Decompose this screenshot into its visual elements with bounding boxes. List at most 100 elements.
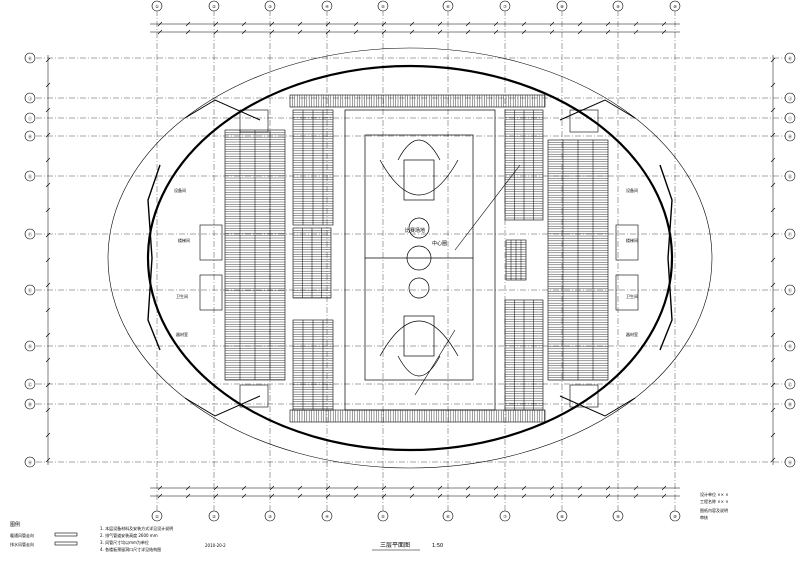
dimension-tick [577, 29, 583, 35]
grid-bubble [24, 52, 36, 64]
grid-bubble [24, 92, 36, 104]
dimension-tick [605, 493, 611, 499]
dimension-tick [770, 457, 776, 463]
grid-bubble [208, 0, 220, 12]
dimension-tick [409, 493, 415, 499]
dimension-tick [605, 21, 611, 27]
dimension-tick [325, 29, 331, 35]
dimension-tick [521, 21, 527, 27]
dimension-tick [661, 29, 667, 35]
dimension-tick [353, 29, 359, 35]
dimension-tick [45, 57, 51, 63]
dimension-tick [269, 493, 275, 499]
room-label: 器材室 [626, 331, 638, 337]
grid-bubble [24, 130, 36, 142]
note-line: 4. 各楼板预留洞口尺寸详见结构图 [100, 546, 161, 552]
dimension-tick [770, 257, 776, 263]
dimension-tick [549, 29, 555, 35]
spec-line: 审核 [700, 514, 708, 520]
dimension-tick [465, 29, 471, 35]
dimension-tick [661, 21, 667, 27]
grid-column-label: ⑥ [446, 514, 450, 519]
dimension-tick [269, 485, 275, 491]
dimension-tick [770, 107, 776, 113]
dimension-tick [437, 485, 443, 491]
grid-column-label: ③ [268, 514, 272, 519]
grid-bubble [669, 510, 681, 522]
center-circle [406, 245, 432, 271]
court-boundary [364, 134, 474, 381]
drawing-title: 三层平面图 [380, 542, 410, 549]
dimension-tick [437, 21, 443, 27]
dimension-tick [45, 332, 51, 338]
dimension-tick [241, 29, 247, 35]
dimension-tick [605, 29, 611, 35]
dimension-tick [185, 29, 191, 35]
grid-row-label: Ⓘ [28, 115, 32, 121]
grid-column-label: ⑤ [381, 4, 385, 9]
seating-block [292, 109, 334, 226]
grid-bubble [669, 0, 681, 12]
dimension-tick [325, 485, 331, 491]
grid-row-label: Ⓕ [28, 231, 32, 237]
dimension-tick [325, 21, 331, 27]
grid-bubble [151, 510, 163, 522]
dimension-tick [297, 29, 303, 35]
three-point-arc-bottom [379, 320, 459, 357]
dimension-tick [45, 132, 51, 138]
grid-row-label: Ⓚ [788, 55, 792, 61]
facade-right [659, 164, 673, 351]
legend-swatch [54, 541, 78, 546]
dimension-tick [437, 493, 443, 499]
grid-bubble [784, 112, 796, 124]
seating-block [292, 319, 334, 411]
grid-row-label: Ⓙ [28, 95, 32, 101]
seating-block [224, 129, 286, 381]
seating-block [289, 94, 546, 108]
dimension-tick [45, 107, 51, 113]
grid-bubble [784, 52, 796, 64]
dimension-tick [297, 21, 303, 27]
grid-bubble [24, 170, 36, 182]
dimension-tick [549, 493, 555, 499]
grid-row-label: Ⓑ [788, 401, 792, 407]
grid-row-label: Ⓐ [28, 459, 32, 465]
grid-bubble [24, 340, 36, 352]
dimension-tick [605, 485, 611, 491]
dimension-tick [633, 21, 639, 27]
grid-row-label: Ⓘ [788, 115, 792, 121]
dimension-tick [213, 21, 219, 27]
dimension-tick [297, 485, 303, 491]
grid-column-label: ⑤ [381, 514, 385, 519]
section-cut-line [454, 164, 521, 251]
grid-bubble [24, 398, 36, 410]
basketball-court [344, 109, 496, 411]
grid-row-label: Ⓚ [28, 55, 32, 61]
grid-column-label: ⑦ [503, 4, 507, 9]
grid-bubble [784, 228, 796, 240]
dimension-tick [633, 29, 639, 35]
seating-block [289, 409, 546, 423]
grid-bubble [556, 510, 568, 522]
dimension-tick [45, 407, 51, 413]
grid-row-label: Ⓕ [788, 231, 792, 237]
grid-bubble [24, 284, 36, 296]
dimension-tick [45, 457, 51, 463]
dimension-tick [241, 21, 247, 27]
spec-line: 图纸内容及说明 [700, 507, 728, 513]
grid-column-label: ② [212, 514, 216, 519]
spec-line: 工程名称 ×× × [700, 498, 729, 504]
grid-bubble [784, 170, 796, 182]
dimension-tick [241, 493, 247, 499]
dimension-tick [185, 493, 191, 499]
dimension-tick [661, 485, 667, 491]
note-line: 2. 排气管道安装高度 2600 mm [100, 532, 158, 538]
spec-box: 设计单位 ×× × 工程名称 ×× × 图纸内容及说明 审核 [700, 491, 729, 520]
dimension-tick [45, 257, 51, 263]
dimension-tick [770, 182, 776, 188]
grid-row-label: Ⓔ [788, 287, 792, 293]
dimension-tick [269, 21, 275, 27]
grid-column-label: ⑩ [673, 514, 677, 519]
